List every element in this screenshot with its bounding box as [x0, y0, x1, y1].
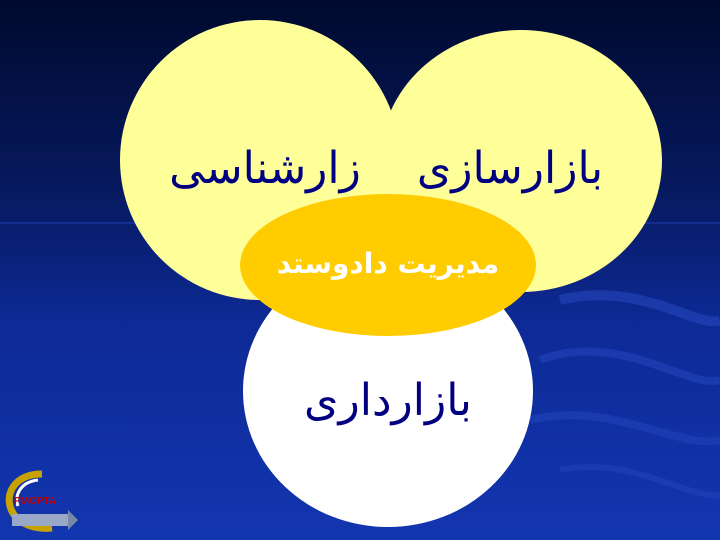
left-circle-label: زارشناسی: [169, 143, 361, 194]
logo-icon: [5, 470, 78, 532]
right-circle-label: بازارسازی: [416, 143, 604, 194]
bottom-circle-label: بازارداری: [304, 375, 472, 426]
logo-text: PMOPTA: [14, 496, 57, 507]
center-oval-label: مدیریت دادوستد: [276, 247, 500, 280]
center-oval: [240, 194, 536, 336]
